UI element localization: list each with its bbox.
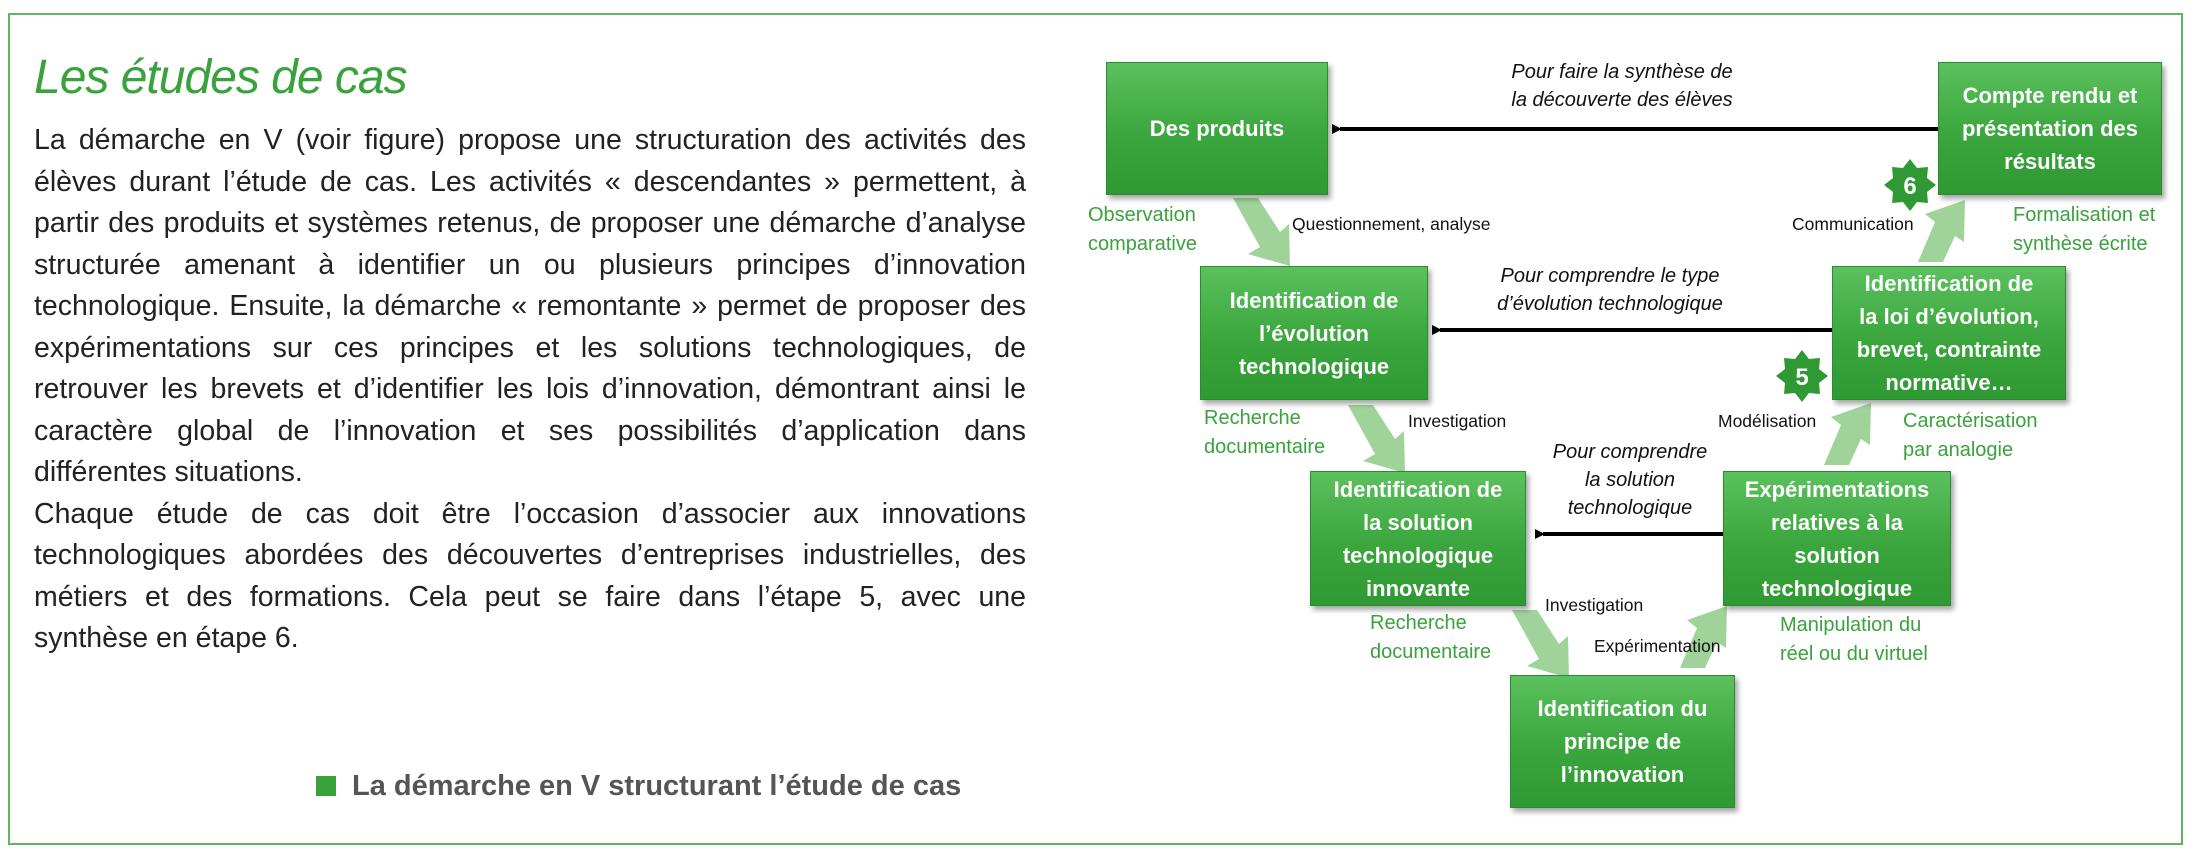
label-pour-faire-synthese: Pour faire la synthèse de la découverte … [1511, 61, 1733, 111]
paragraph-1: La démarche en V (voir figure) propose u… [34, 124, 1026, 488]
section-heading: Les études de cas [34, 51, 408, 104]
box-des-produits: Des produits [1106, 62, 1328, 195]
caption-text: La démarche en V structurant l’étude de … [352, 770, 962, 802]
paragraph-2: Chaque étude de cas doit être l’occasion… [34, 497, 1026, 655]
box-compte-rendu: Compte rendu et présentation des résulta… [1938, 62, 2162, 195]
label-recherche-documentaire-1: Recherche documentaire [1204, 407, 1326, 458]
label-investigation-1: Investigation [1408, 411, 1507, 431]
figure-caption: La démarche en V structurant l’étude de … [316, 770, 961, 803]
content-frame [8, 13, 2183, 845]
up-arrow-1 [1680, 606, 1727, 668]
label-questionnement: Questionnement, analyse [1292, 214, 1491, 234]
step-6-star: 6 [1884, 159, 1936, 211]
down-arrow-2 [1348, 405, 1405, 473]
label-investigation-2: Investigation [1545, 595, 1644, 615]
step-5-number: 5 [1795, 364, 1808, 391]
up-arrow-2 [1824, 403, 1871, 465]
label-pour-comprendre-type: Pour comprendre le type d’évolution tech… [1497, 265, 1723, 315]
label-modelisation: Modélisation [1718, 411, 1817, 431]
box-identification-evolution: Identification de l’évolution technologi… [1200, 266, 1428, 400]
label-observation-comparative: Observation comparative [1088, 204, 1197, 255]
down-arrow-3 [1512, 610, 1569, 678]
label-formalisation: Formalisation et synthèse écrite [2013, 204, 2156, 255]
step-5-star: 5 [1776, 350, 1828, 402]
step-6-number: 6 [1903, 173, 1916, 200]
caption-bullet-square [316, 776, 336, 796]
box-identification-solution: Identification de la solution technologi… [1310, 471, 1526, 606]
body-text: La démarche en V (voir figure) propose u… [34, 120, 1026, 660]
label-experimentation: Expérimentation [1594, 636, 1721, 656]
label-manipulation: Manipulation du réel ou du virtuel [1780, 614, 1928, 665]
box-identification-principe: Identification du principe de l’innovati… [1510, 675, 1735, 808]
label-caracterisation: Caractérisation par analogie [1903, 410, 2038, 461]
down-arrow-1 [1233, 198, 1290, 266]
label-communication: Communication [1792, 214, 1914, 234]
label-pour-comprendre-solution: Pour comprendre la solution technologiqu… [1552, 441, 1708, 519]
box-experimentations: Expérimentations relatives à la solution… [1723, 471, 1951, 606]
label-recherche-documentaire-2: Recherche documentaire [1370, 612, 1492, 663]
up-arrow-3 [1918, 200, 1965, 262]
box-identification-loi: Identification de la loi d’évolution, br… [1832, 266, 2066, 400]
